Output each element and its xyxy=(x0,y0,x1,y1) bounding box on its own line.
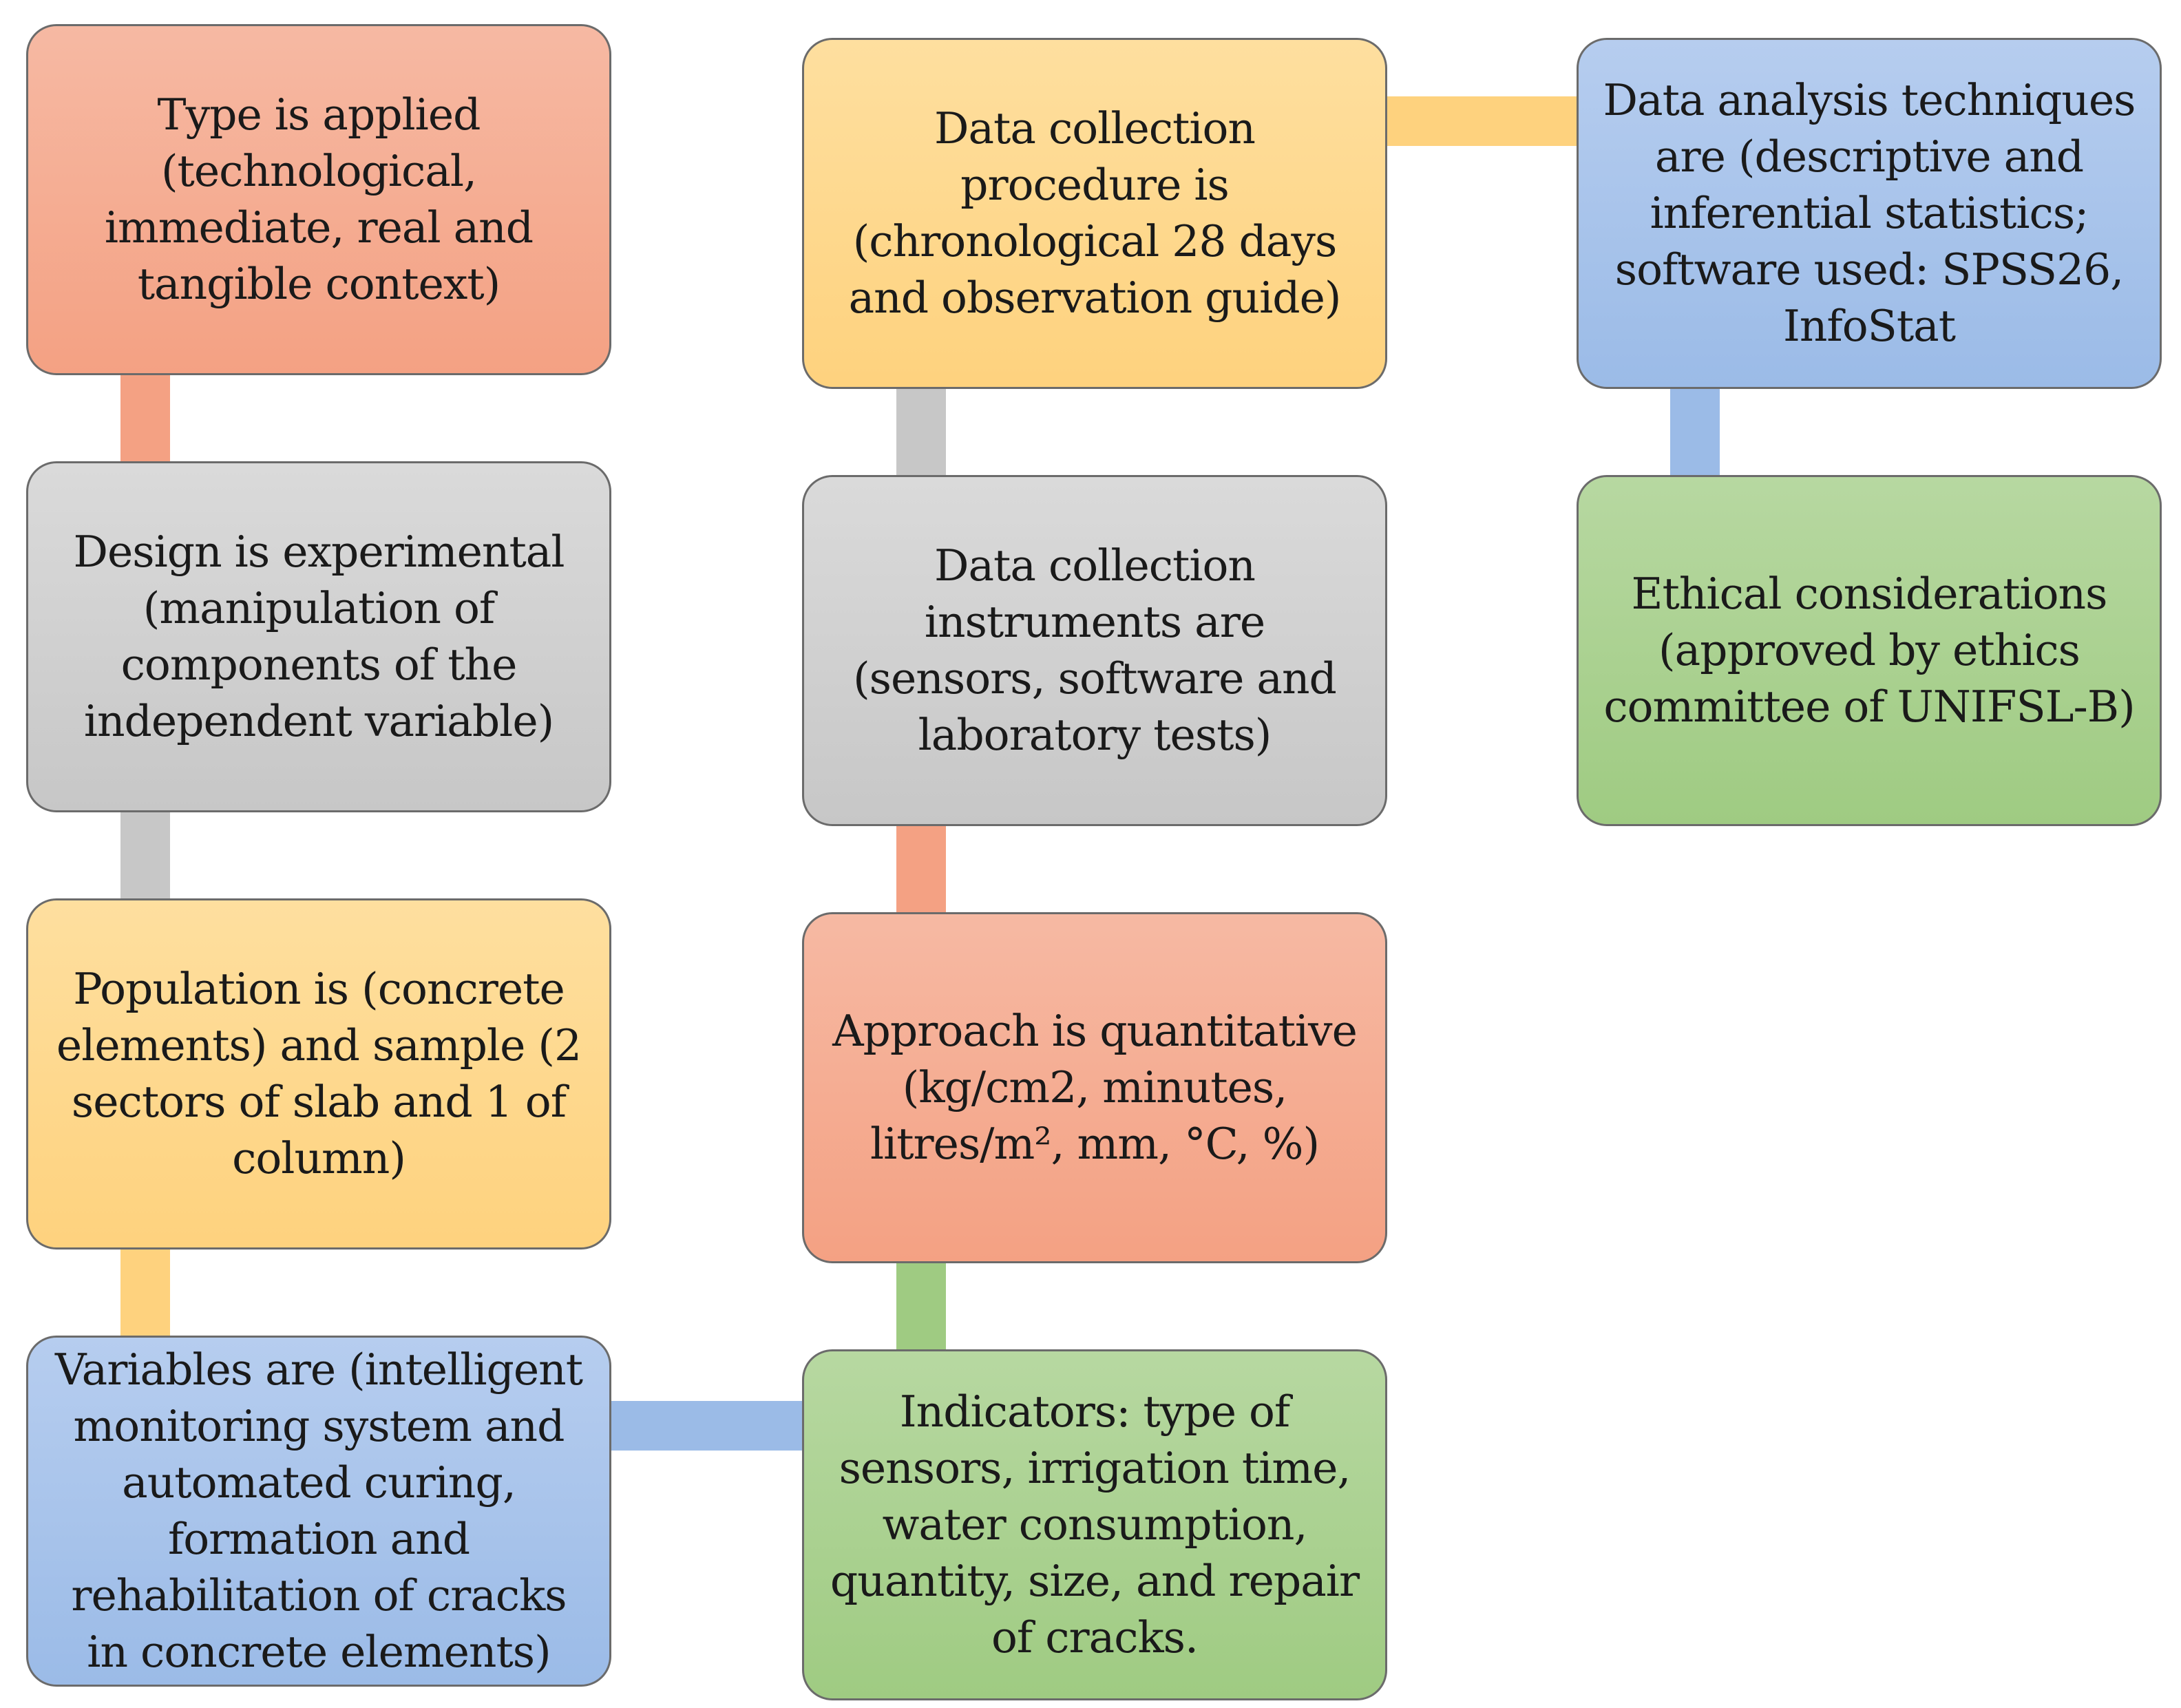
instruments-box: Data collection instruments are (sensors… xyxy=(802,475,1387,826)
analysis-box: Data analysis techniques are (descriptiv… xyxy=(1577,38,2162,389)
procedure-text: Data collection procedure is (chronologi… xyxy=(848,103,1342,323)
procedure-box: Data collection procedure is (chronologi… xyxy=(802,38,1387,389)
connector-design-population xyxy=(120,802,170,912)
indicators-box: Indicators: type of sensors, irrigation … xyxy=(802,1349,1387,1700)
type-text: Type is applied (technological, immediat… xyxy=(104,89,534,309)
variables-box: Variables are (intelligent monitoring sy… xyxy=(26,1336,611,1687)
design-box: Design is experimental (manipulation of … xyxy=(26,461,611,812)
connector-population-variables xyxy=(120,1239,170,1349)
instruments-text: Data collection instruments are (sensors… xyxy=(853,540,1337,760)
connector-procedure-analysis xyxy=(1370,96,1590,146)
ethics-text: Ethical considerations (approved by ethi… xyxy=(1603,569,2135,732)
connector-variables-indicators xyxy=(599,1401,819,1451)
population-text: Population is (concrete elements) and sa… xyxy=(56,964,582,1183)
connector-instruments-procedure xyxy=(896,372,946,489)
indicators-text: Indicators: type of sensors, irrigation … xyxy=(830,1387,1360,1663)
design-text: Design is experimental (manipulation of … xyxy=(73,527,565,746)
variables-text: Variables are (intelligent monitoring sy… xyxy=(54,1345,583,1677)
population-box: Population is (concrete elements) and sa… xyxy=(26,898,611,1250)
analysis-text: Data analysis techniques are (descriptiv… xyxy=(1603,75,2136,351)
connector-indicators-approach xyxy=(896,1246,946,1363)
type-box: Type is applied (technological, immediat… xyxy=(26,24,611,375)
connector-analysis-ethics xyxy=(1670,372,1720,489)
approach-box: Approach is quantitative (kg/cm2, minute… xyxy=(802,912,1387,1263)
connector-type-design xyxy=(120,365,170,475)
connector-approach-instruments xyxy=(896,809,946,926)
approach-text: Approach is quantitative (kg/cm2, minute… xyxy=(832,1006,1358,1169)
ethics-box: Ethical considerations (approved by ethi… xyxy=(1577,475,2162,826)
